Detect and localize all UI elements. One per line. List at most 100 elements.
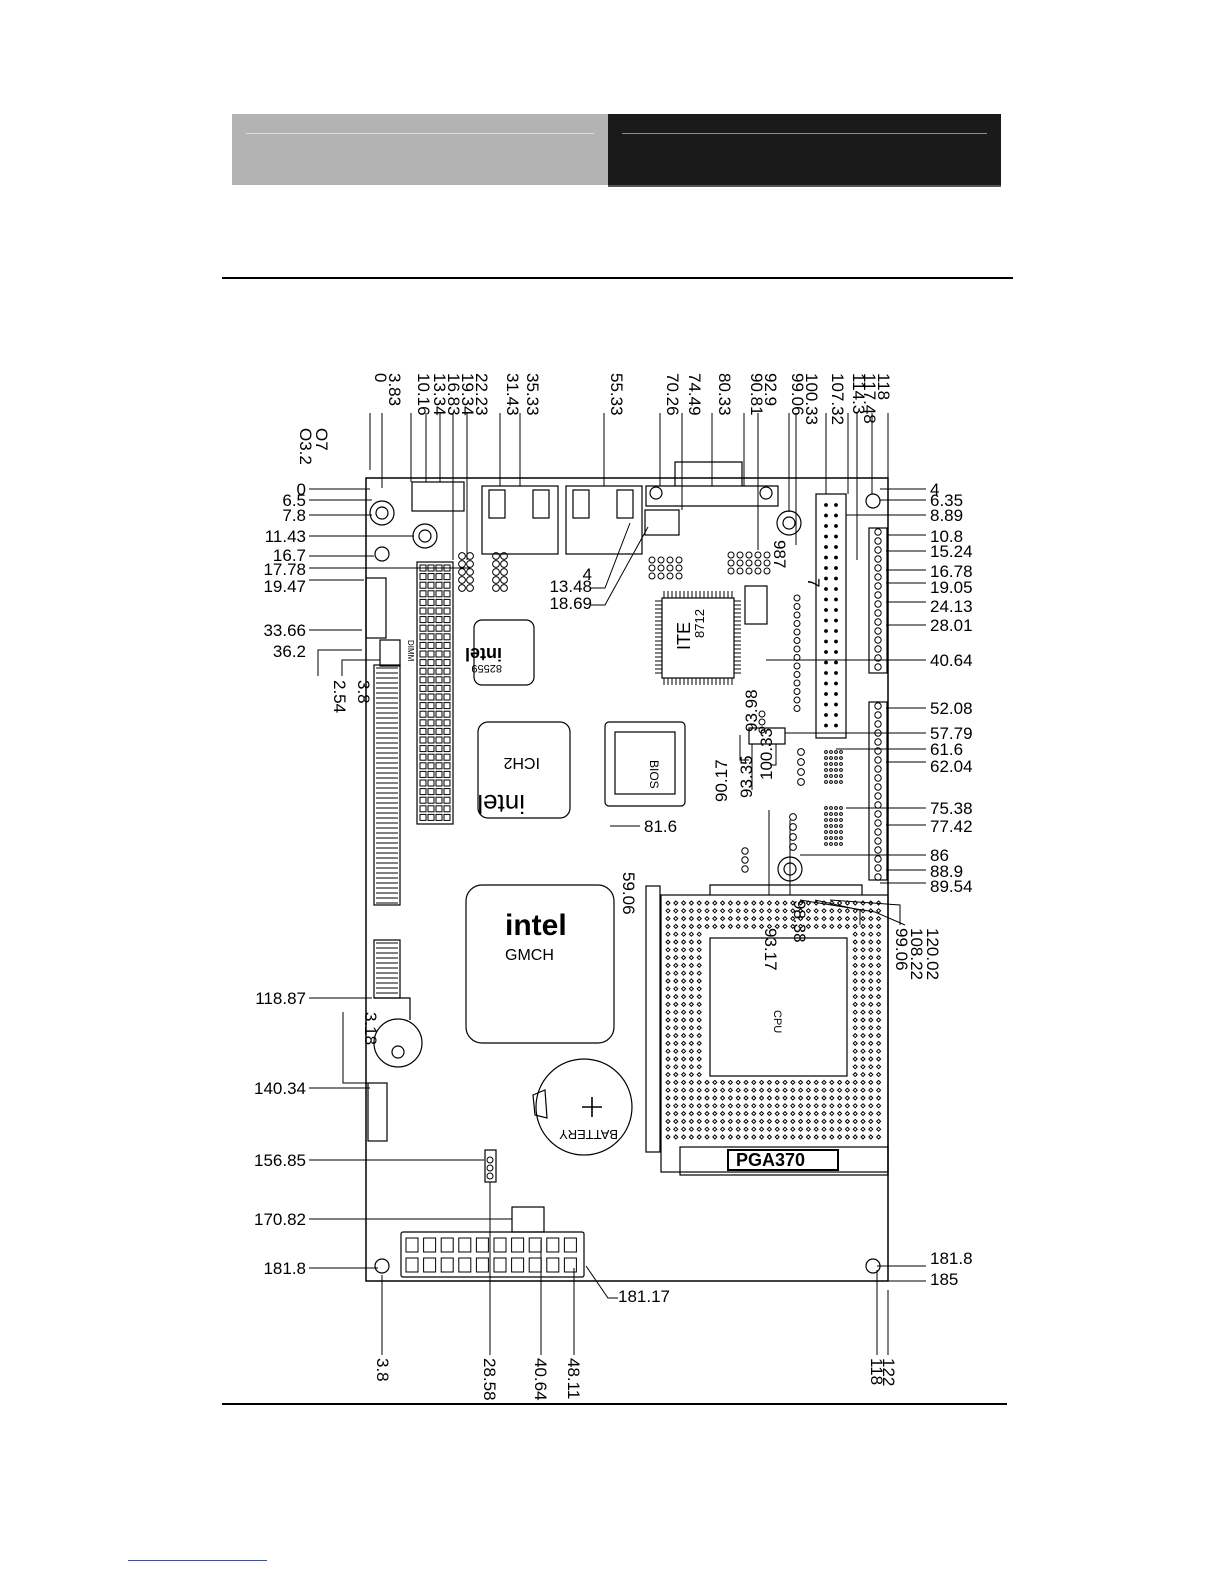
pin — [797, 923, 804, 930]
pin — [419, 616, 427, 624]
pin — [458, 552, 466, 560]
pin — [824, 806, 828, 810]
pin — [829, 806, 833, 810]
pin — [696, 1064, 702, 1070]
pin — [511, 1237, 525, 1253]
pin — [443, 788, 451, 796]
pin — [696, 970, 702, 976]
pin — [435, 616, 443, 624]
pin — [427, 598, 435, 606]
pin — [758, 718, 766, 726]
pin — [741, 856, 749, 864]
pin — [824, 774, 828, 778]
pin — [874, 609, 882, 617]
pin — [874, 537, 882, 545]
pin — [419, 702, 427, 710]
pin — [836, 923, 843, 930]
pin — [793, 637, 801, 644]
pin — [875, 915, 882, 922]
pin — [419, 659, 427, 667]
pin — [860, 1040, 866, 1047]
pin — [675, 572, 683, 580]
pin — [405, 1257, 419, 1273]
pin — [868, 1134, 874, 1140]
pin — [813, 1095, 819, 1101]
pin — [797, 908, 804, 914]
pin — [805, 1079, 812, 1086]
center-dimension-label: 93.35 — [737, 755, 756, 798]
pin — [665, 939, 671, 945]
pin — [680, 908, 687, 914]
pin — [719, 1110, 726, 1117]
pin — [875, 1126, 882, 1132]
gmch-brand: intel — [505, 909, 567, 942]
pin — [844, 1118, 851, 1125]
pin — [673, 1032, 679, 1039]
pin — [546, 1257, 560, 1273]
pin — [829, 756, 833, 760]
pin — [868, 1040, 874, 1047]
pin — [665, 1040, 671, 1047]
top-dimension-label: 80.33 — [715, 373, 734, 416]
pin — [824, 750, 828, 754]
pin — [427, 590, 435, 598]
pin — [836, 1134, 843, 1140]
pin — [868, 1048, 874, 1054]
pin — [782, 923, 788, 930]
pin — [688, 900, 695, 906]
pin — [834, 723, 838, 728]
bottom-dimension-label: 48.11 — [564, 1358, 583, 1399]
pin — [875, 1017, 882, 1023]
pin — [427, 607, 435, 615]
pin — [458, 1237, 472, 1253]
pin — [844, 900, 851, 906]
pin — [435, 641, 443, 649]
pin — [868, 986, 874, 992]
pin — [466, 576, 474, 584]
pin — [805, 1134, 812, 1140]
left-dimension-label: 140.34 — [254, 1079, 306, 1098]
pin — [813, 1103, 819, 1109]
pin — [875, 1095, 882, 1101]
pin — [834, 597, 838, 602]
pin — [874, 873, 882, 881]
pin — [673, 1134, 679, 1140]
pin — [466, 560, 474, 568]
top-dimension-label: 55.33 — [607, 373, 626, 416]
pin — [868, 931, 874, 937]
pin — [852, 1079, 858, 1086]
pin — [821, 1118, 827, 1125]
pin — [466, 584, 474, 592]
pin — [673, 900, 679, 906]
pin — [829, 830, 833, 834]
pin — [790, 923, 796, 930]
pin — [829, 750, 833, 754]
pin — [766, 1126, 773, 1132]
pin — [875, 1079, 882, 1086]
pin — [435, 684, 443, 692]
pin — [860, 915, 866, 922]
pin — [805, 1087, 812, 1093]
pin — [868, 970, 874, 976]
pin — [874, 720, 882, 728]
pin — [766, 1079, 773, 1086]
pin — [875, 1009, 882, 1015]
pin — [500, 568, 508, 576]
pin — [665, 900, 671, 906]
pin — [443, 710, 451, 718]
pin — [763, 551, 771, 559]
pin — [829, 923, 835, 930]
pin — [673, 954, 679, 961]
top-dimension-label: 118 — [874, 373, 893, 400]
pin — [782, 1126, 788, 1132]
pin — [875, 1064, 882, 1070]
pin — [657, 564, 665, 572]
pin — [443, 702, 451, 710]
pin — [673, 923, 679, 930]
pin — [875, 986, 882, 992]
pin — [419, 770, 427, 778]
pin — [824, 780, 828, 784]
pin — [875, 1134, 882, 1140]
pin — [805, 1126, 812, 1132]
pin — [727, 908, 734, 914]
